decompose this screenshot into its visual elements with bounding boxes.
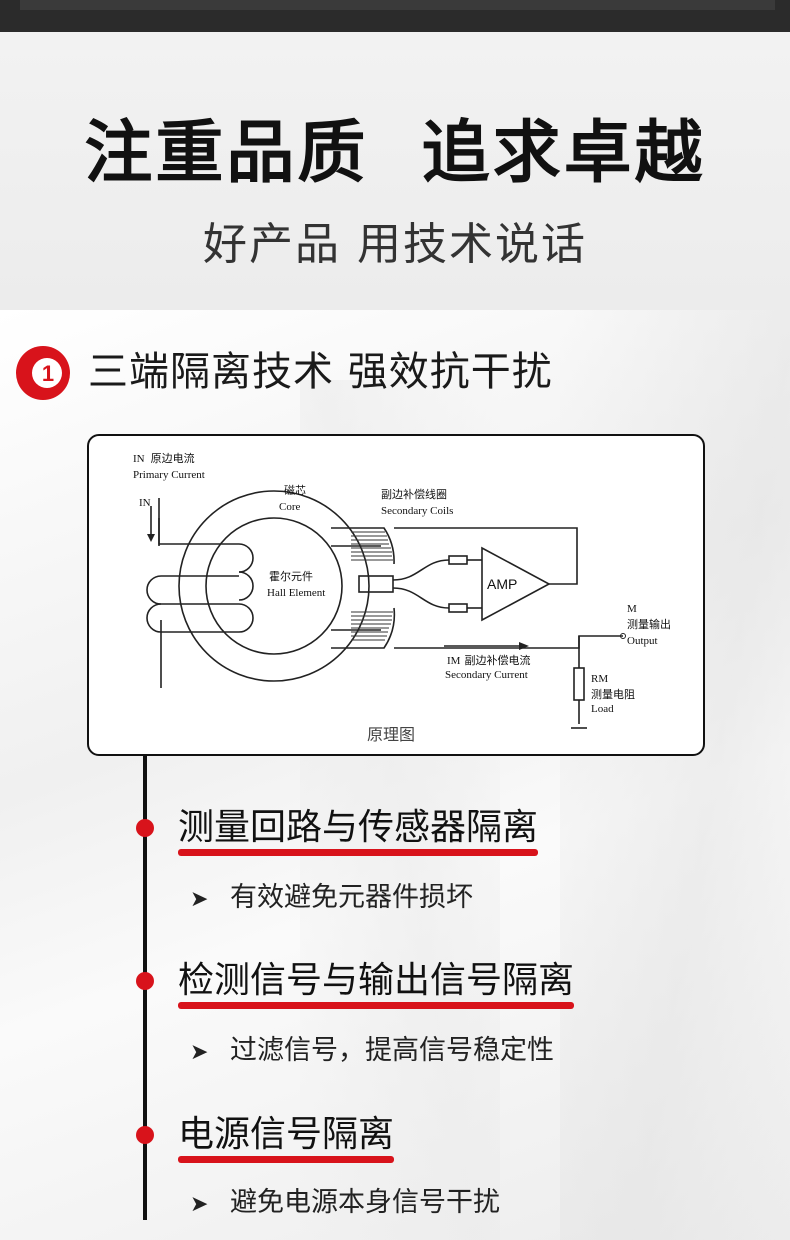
feature-description: ➤过滤信号，提高信号稳定性	[190, 1033, 554, 1071]
output-en: Output	[627, 635, 658, 647]
feature-description: ➤避免电源本身信号干扰	[190, 1185, 500, 1223]
feature-title-underline	[178, 1156, 395, 1163]
load-cn: 测量电阻	[591, 688, 635, 701]
principle-diagram: IN 原边电流 Primary Current IN 磁芯 Core 副边补偿线圈…	[87, 434, 705, 756]
timeline-dot	[136, 1126, 154, 1144]
section-number-icon: 1	[16, 346, 70, 400]
output-cn: 测量输出	[627, 617, 671, 631]
in-arrow-label: IN	[139, 497, 151, 509]
top-bar-inner	[20, 0, 775, 10]
feature-title-underline	[178, 1002, 575, 1009]
bullet-arrow-icon: ➤	[190, 1192, 209, 1217]
secondary-coils-en: Secondary Coils	[381, 505, 453, 517]
section-number: 1	[42, 361, 54, 386]
secondary-current-symbol: IM	[447, 655, 461, 667]
hall-element-cn: 霍尔元件	[269, 570, 313, 583]
hero-title: 注重品质 追求卓越	[84, 114, 706, 193]
core-en: Core	[279, 501, 301, 513]
feature-title: 检测信号与输出信号隔离	[178, 959, 575, 1009]
hero-subtitle: 好产品 用技术说话	[203, 219, 587, 270]
bullet-arrow-icon: ➤	[190, 1040, 209, 1065]
hero-banner	[0, 32, 790, 310]
output-m-label: M	[627, 603, 637, 615]
load-rm-label: RM	[591, 673, 608, 685]
feature-title-underline	[178, 849, 539, 856]
feature-description: ➤有效避免元器件损坏	[190, 880, 473, 918]
principle-diagram-svg: IN 原边电流 Primary Current IN 磁芯 Core 副边补偿线圈…	[133, 451, 671, 744]
primary-current-en: Primary Current	[133, 469, 205, 481]
secondary-coils-cn: 副边补偿线圈	[381, 487, 447, 501]
amp-label: AMP	[487, 576, 517, 592]
feature-title: 电源信号隔离	[178, 1113, 395, 1163]
feature-title: 测量回路与传感器隔离	[178, 806, 539, 856]
core-cn: 磁芯	[284, 483, 306, 497]
top-bar	[0, 0, 790, 32]
timeline-dot	[136, 972, 154, 990]
load-en: Load	[591, 703, 614, 715]
diagram-caption: 原理图	[367, 727, 415, 744]
hall-element-en: Hall Element	[267, 587, 325, 599]
primary-current-cn: 原边电流	[151, 451, 195, 465]
secondary-current-cn: 副边补偿电流	[464, 653, 530, 667]
section-title: 三端隔离技术 强效抗干扰	[88, 349, 553, 395]
primary-current-symbol: IN	[133, 453, 145, 465]
bullet-arrow-icon: ➤	[190, 887, 209, 912]
timeline-dot	[136, 819, 154, 837]
secondary-current-en: Secondary Current	[445, 669, 528, 681]
